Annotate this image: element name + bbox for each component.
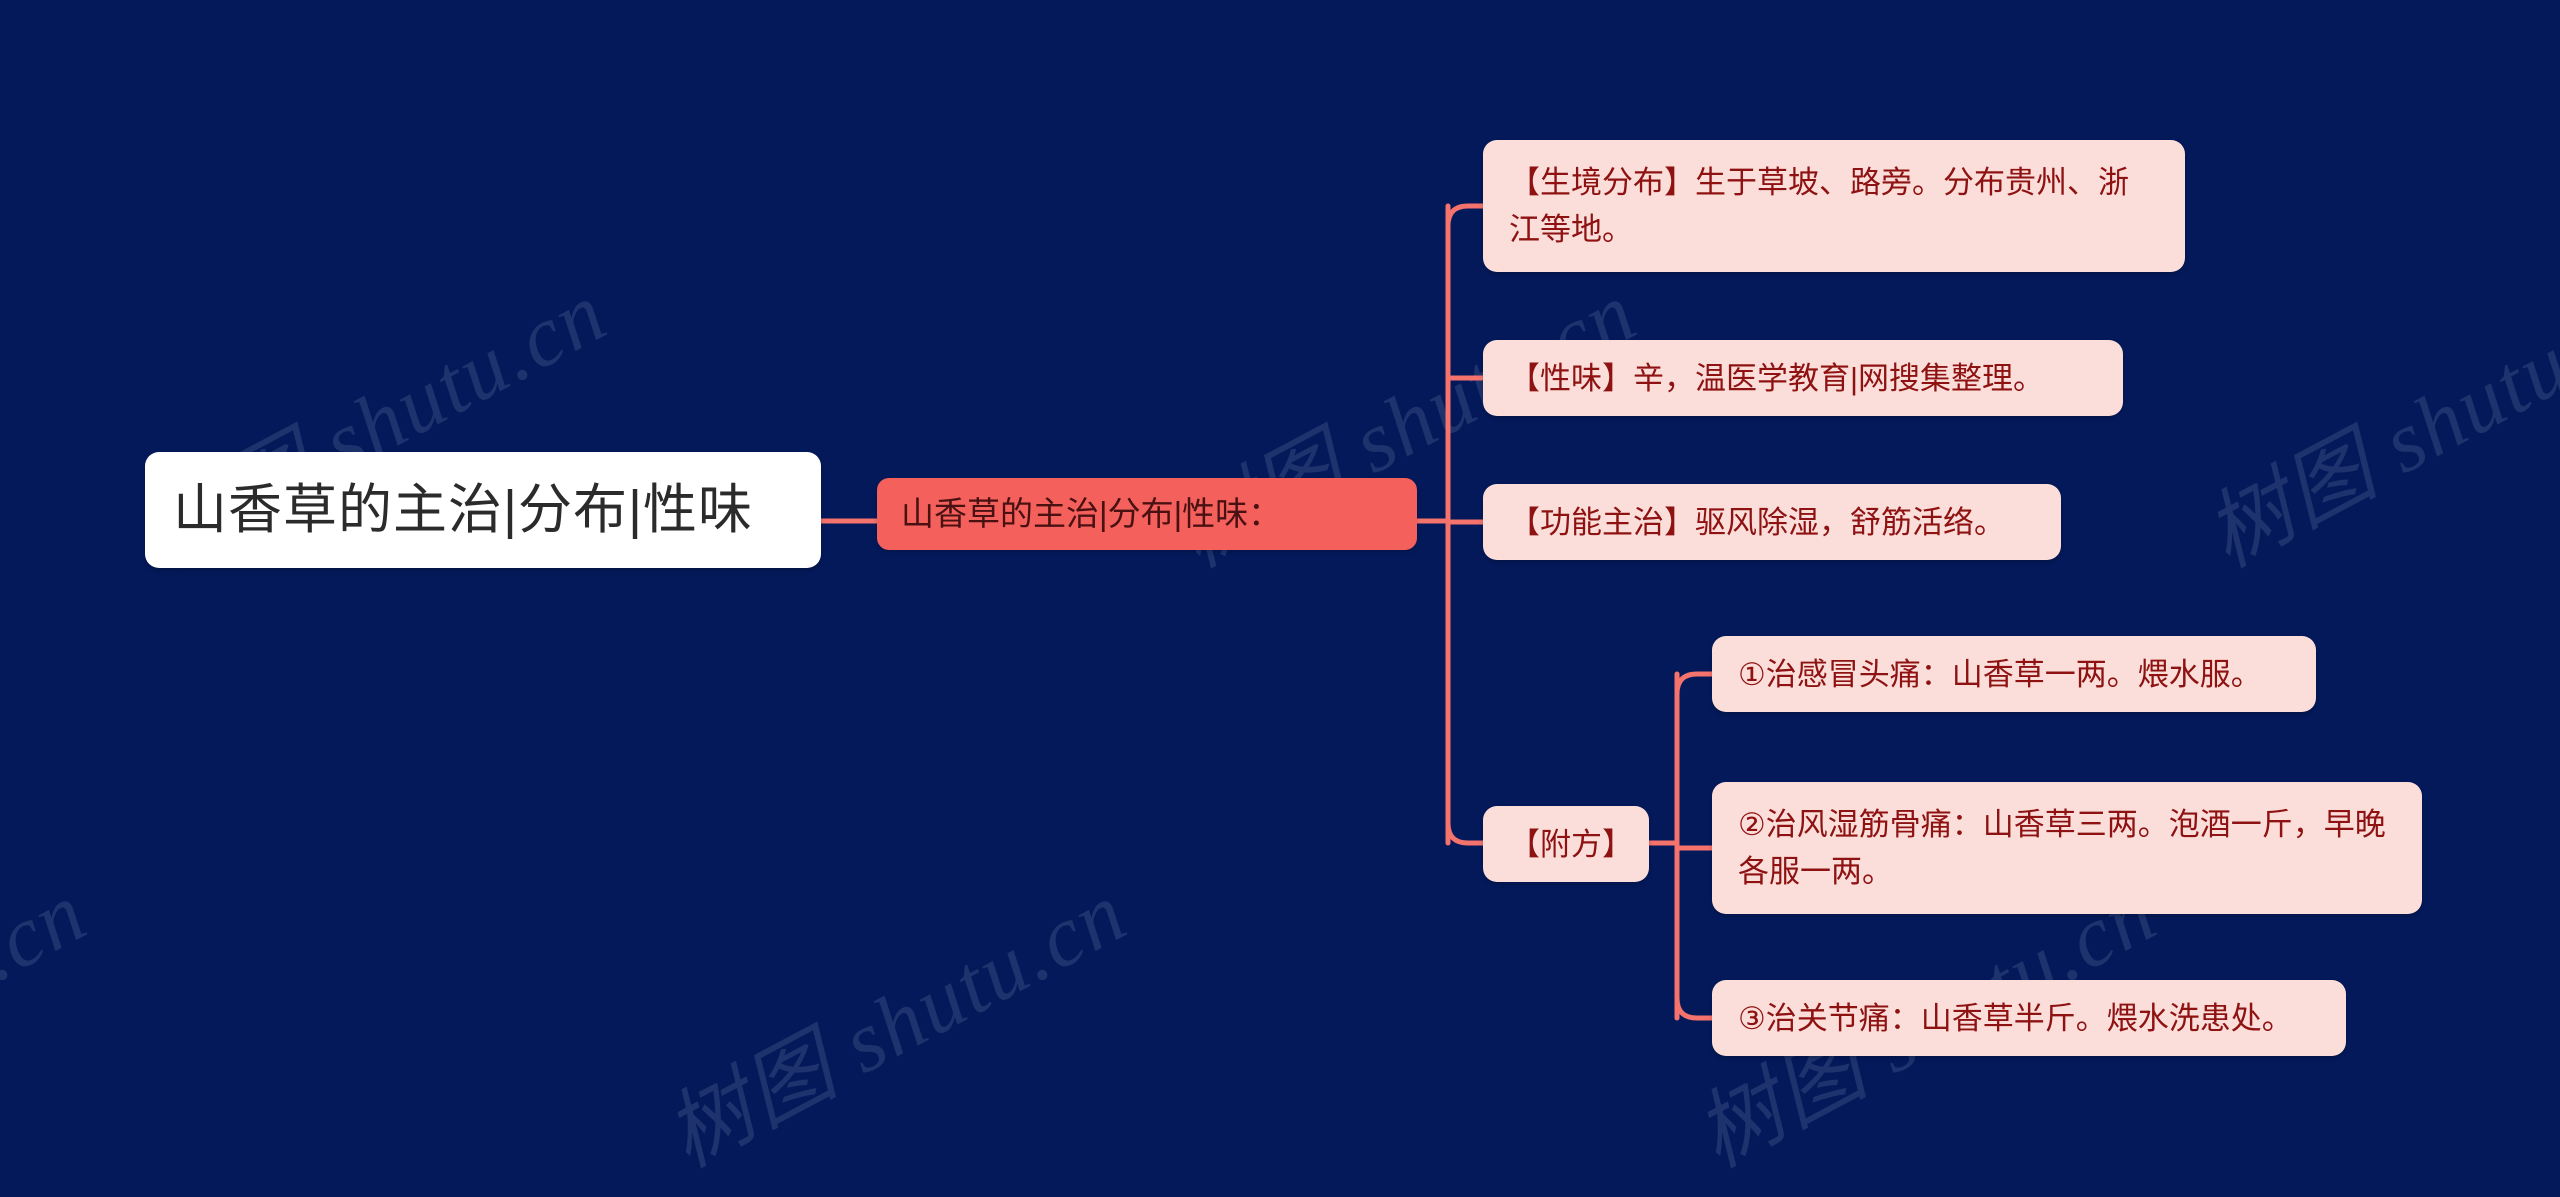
center-topic-node[interactable]: 山香草的主治|分布|性味： xyxy=(877,478,1417,550)
leaf-label-recipe-2: ②治风湿筋骨痛：山香草三两。泡酒一斤，早晚各服一两。 xyxy=(1738,807,2386,889)
branch-node-formula[interactable]: 【附方】 xyxy=(1483,806,1649,882)
leaf-node-recipe-2[interactable]: ②治风湿筋骨痛：山香草三两。泡酒一斤，早晚各服一两。 xyxy=(1712,782,2422,914)
watermark-text: 树图 shutu.cn xyxy=(0,863,102,1185)
connector-subtrunk-to-recipe-3 xyxy=(1674,995,1715,1021)
root-node-label: 山香草的主治|分布|性味 xyxy=(173,480,754,540)
leaf-node-recipe-3[interactable]: ③治关节痛：山香草半斤。煨水洗患处。 xyxy=(1712,980,2346,1056)
branch-node-nature-flavor[interactable]: 【性味】辛，温医学教育|网搜集整理。 xyxy=(1483,340,2123,416)
branch-label-nature-flavor: 【性味】辛，温医学教育|网搜集整理。 xyxy=(1509,360,2045,396)
center-topic-label: 山香草的主治|分布|性味： xyxy=(901,495,1282,532)
leaf-label-recipe-1: ①治感冒头痛：山香草一两。煨水服。 xyxy=(1738,656,2262,692)
connector-subtrunk-to-recipe-1 xyxy=(1674,671,1715,697)
branch-node-function-indication[interactable]: 【功能主治】驱风除湿，舒筋活络。 xyxy=(1483,484,2061,560)
root-node[interactable]: 山香草的主治|分布|性味 xyxy=(145,452,821,568)
leaf-label-recipe-3: ③治关节痛：山香草半斤。煨水洗患处。 xyxy=(1738,1000,2293,1036)
branch-node-habitat[interactable]: 【生境分布】生于草坡、路旁。分布贵州、浙江等地。 xyxy=(1483,140,2185,272)
branch-label-function-indication: 【功能主治】驱风除湿，舒筋活络。 xyxy=(1509,504,2005,540)
leaf-node-recipe-1[interactable]: ①治感冒头痛：山香草一两。煨水服。 xyxy=(1712,636,2316,712)
branch-label-habitat: 【生境分布】生于草坡、路旁。分布贵州、浙江等地。 xyxy=(1509,165,2129,247)
branch-label-formula: 【附方】 xyxy=(1509,826,1633,862)
watermark-text: 树图 shutu.cn xyxy=(650,863,1142,1186)
connector-trunk-to-habitat xyxy=(1445,203,1486,229)
connector-trunk-to-formula xyxy=(1445,820,1486,846)
watermark-text: 树图 shutu.cn xyxy=(2190,263,2560,586)
